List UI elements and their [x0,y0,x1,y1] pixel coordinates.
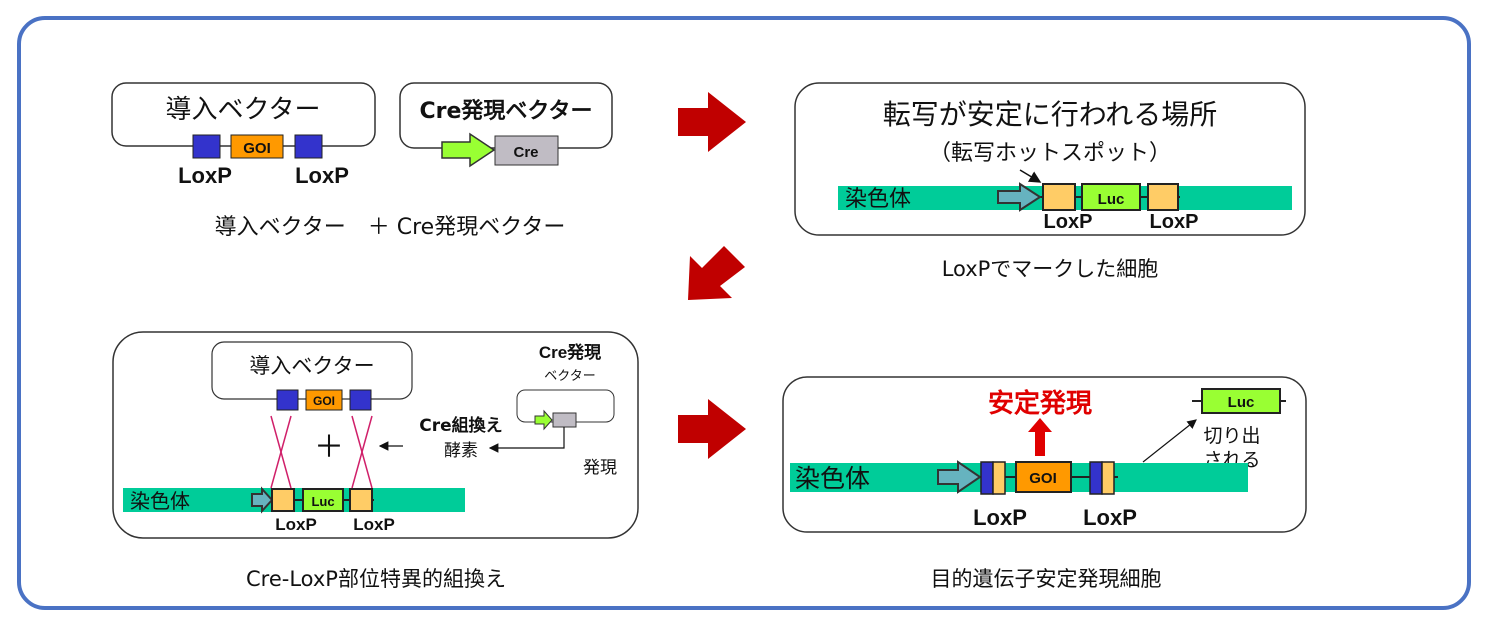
arrow-down-left-icon [688,246,745,300]
loxp-label: LoxP [275,515,317,534]
hotspot-title: 転写が安定に行われる場所 [883,98,1218,131]
chromosome-label: 染色体 [130,489,190,513]
cre-label: Cre [513,144,538,161]
expression-label: 発現 [583,458,617,478]
enzyme-label: 酵素 [444,441,478,461]
excised-label: 切り出 [1203,425,1260,447]
loxp-site [192,134,221,159]
cre-vector-label: ベクター [544,369,595,384]
stable-expression-label: 安定発現 [988,388,1092,419]
promoter-arrow-icon [937,460,982,494]
loxp-site [1101,461,1115,495]
loxp-site [271,488,295,512]
goi-label: GOI [243,140,271,157]
expression-arrow [488,427,565,453]
excision-arrow [1142,419,1197,463]
loxp-site [1042,183,1076,211]
loxp-label: LoxP [1044,211,1093,233]
loxp-site [294,134,323,159]
loxp-site [980,461,994,495]
loxp-site [349,488,373,512]
chromosome-label: 染色体 [795,464,870,493]
luc-label: Luc [1098,191,1125,208]
loxp-site [992,461,1006,495]
promoter-arrow-icon [997,182,1042,212]
loxp-label: LoxP [1083,505,1137,530]
step4-caption: 目的遺伝子安定発現細胞 [931,567,1162,591]
arrow-up-icon [1028,418,1052,456]
loxp-label: LoxP [973,505,1027,530]
promoter-arrow-icon [251,486,274,514]
plus-sign: ＋ [314,430,344,465]
step3-caption: Cre-LoxP部位特異的組換え [246,567,506,591]
arrow-right-icon [678,92,746,152]
step4-panel: 安定発現 Luc 切り出 される 染色体 GOI LoxP LoxP 目的遺伝子… [782,376,1307,591]
loxp-label: LoxP [295,163,349,188]
loxp-label: LoxP [178,163,232,188]
step3-panel: 導入ベクター GOI ＋ Cre発現 ベクター Cre組換え 酵素 発現 染色体… [112,331,639,591]
transfer-vector-label: 導入ベクター [249,354,374,378]
loxp-site [349,389,372,411]
goi-gene [1015,461,1072,493]
goi-label: GOI [313,394,335,408]
cre-vector-label: Cre発現ベクター [419,99,592,124]
arrow-right-icon [678,399,746,459]
step1-panel: 導入ベクター GOI LoxP LoxP Cre発現ベクター Cre 導入ベクタ… [111,82,613,240]
luc-gene [1201,388,1281,414]
goi-gene [305,389,343,411]
step1-caption: 導入ベクター ＋ Cre発現ベクター [215,215,566,240]
transfer-vector-label: 導入ベクター [166,95,321,125]
pointer-arrow [1019,169,1042,183]
cre-gene [494,135,559,166]
loxp-site [276,389,299,411]
promoter-arrow-icon [534,409,553,431]
crossover-lines [270,415,373,489]
luc-gene [302,488,344,512]
loxp-site [1147,183,1179,211]
cre-vector-label: Cre発現 [539,342,601,362]
loxp-site [1089,461,1103,495]
luc-label: Luc [311,494,334,509]
step2-panel: 転写が安定に行われる場所 （転写ホットスポット） 染色体 Luc LoxP Lo… [794,82,1306,281]
goi-gene [230,134,284,159]
loxp-label: LoxP [1150,211,1199,233]
promoter-arrow-icon [441,132,496,168]
hotspot-subtitle: （転写ホットスポット） [929,141,1171,166]
step2-caption: LoxPでマークした細胞 [942,257,1159,281]
goi-label: GOI [1029,470,1057,487]
luc-gene [1081,183,1141,211]
chromosome-label: 染色体 [845,187,911,212]
luc-label: Luc [1228,394,1255,411]
cre-gene [552,412,577,428]
loxp-label: LoxP [353,515,395,534]
enzyme-label: Cre組換え [419,415,502,436]
